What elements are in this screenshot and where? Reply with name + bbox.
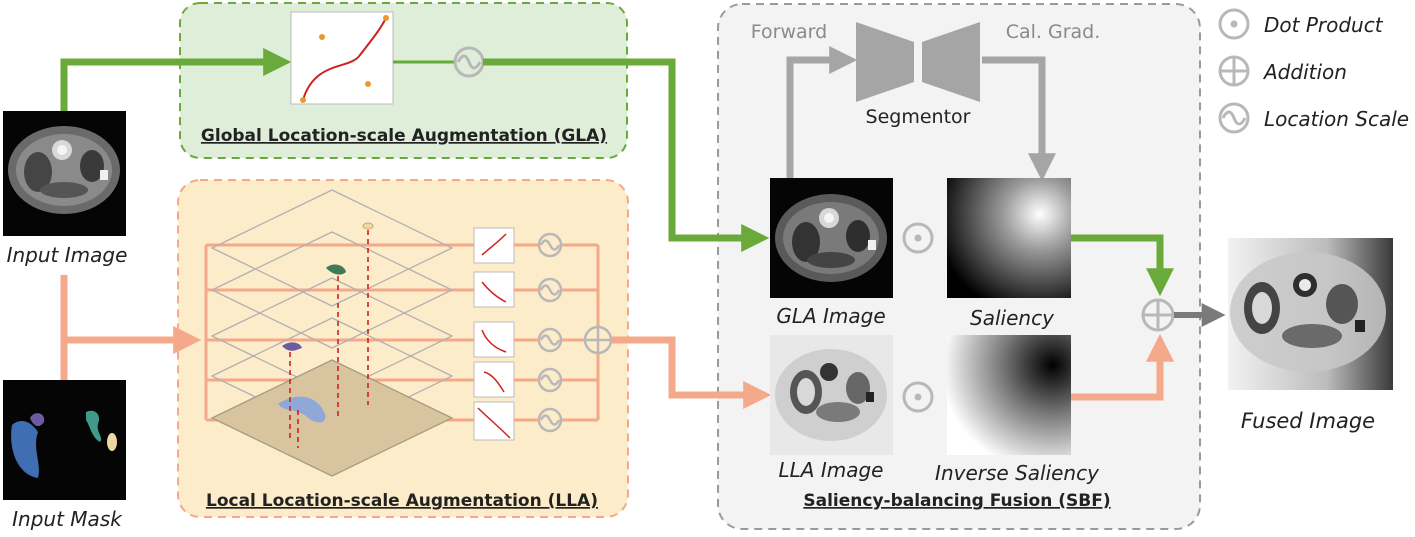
green-arrow-to-gla-image bbox=[483, 58, 770, 252]
lla-box bbox=[177, 179, 629, 518]
inverse-saliency-map bbox=[947, 335, 1071, 455]
saliency-label: Saliency bbox=[970, 306, 1055, 330]
legend: Dot Product Addition Location Scale bbox=[1218, 8, 1409, 134]
fused-image-label: Fused Image bbox=[1241, 409, 1375, 433]
green-arrow-to-addition bbox=[1071, 234, 1174, 297]
sbf-addition-icon bbox=[1141, 298, 1175, 332]
mask-blob-purple bbox=[282, 342, 302, 351]
saliency-map bbox=[947, 178, 1071, 298]
fused-image bbox=[1228, 238, 1393, 390]
green-arrow-to-gla bbox=[60, 48, 292, 111]
segmentor-network bbox=[856, 22, 980, 102]
orange-arrow-to-lla-image bbox=[611, 336, 772, 409]
legend-addition: Addition bbox=[1262, 60, 1347, 84]
orange-arrow-to-addition bbox=[1071, 333, 1174, 401]
forward-label: Forward bbox=[751, 21, 827, 43]
lla-image-label: LLA Image bbox=[779, 458, 884, 482]
gla-image-label: GLA Image bbox=[776, 304, 885, 328]
gla-curve-thumbnail bbox=[290, 11, 394, 105]
lla-projection-lines bbox=[289, 230, 369, 448]
mask-blob-yellow bbox=[362, 222, 374, 230]
input-image bbox=[3, 111, 126, 236]
lla-image bbox=[770, 335, 893, 455]
legend-dot-product: Dot Product bbox=[1264, 13, 1384, 37]
lla-curve-thumbnails bbox=[473, 227, 515, 441]
mask-blob-green bbox=[326, 264, 346, 275]
dot-product-icon-top bbox=[902, 222, 934, 254]
sbf-title: Saliency-balancing Fusion (SBF) bbox=[803, 491, 1110, 511]
input-mask-label: Input Mask bbox=[12, 507, 123, 531]
input-image-label: Input Image bbox=[7, 243, 128, 267]
cal-grad-label: Cal. Grad. bbox=[1006, 21, 1101, 43]
cal-grad-arrow bbox=[982, 56, 1056, 182]
gla-title: Global Location-scale Augmentation (GLA) bbox=[201, 126, 607, 146]
mask-blob-blue bbox=[278, 396, 326, 423]
segmentor-label: Segmentor bbox=[866, 106, 971, 128]
legend-addition-icon bbox=[1218, 55, 1250, 87]
lla-addition-icon bbox=[583, 325, 613, 355]
legend-dot-product-icon bbox=[1218, 8, 1250, 40]
inverse-saliency-label: Inverse Saliency bbox=[935, 461, 1100, 485]
input-mask bbox=[3, 380, 126, 500]
lla-layers bbox=[210, 189, 454, 477]
dot-product-icon-bottom bbox=[902, 381, 934, 413]
lla-title: Local Location-scale Augmentation (LLA) bbox=[206, 491, 598, 511]
legend-location-scale-icon bbox=[1218, 102, 1250, 134]
forward-arrow bbox=[786, 46, 858, 178]
legend-location-scale: Location Scale bbox=[1264, 107, 1409, 131]
gla-image bbox=[770, 178, 893, 298]
